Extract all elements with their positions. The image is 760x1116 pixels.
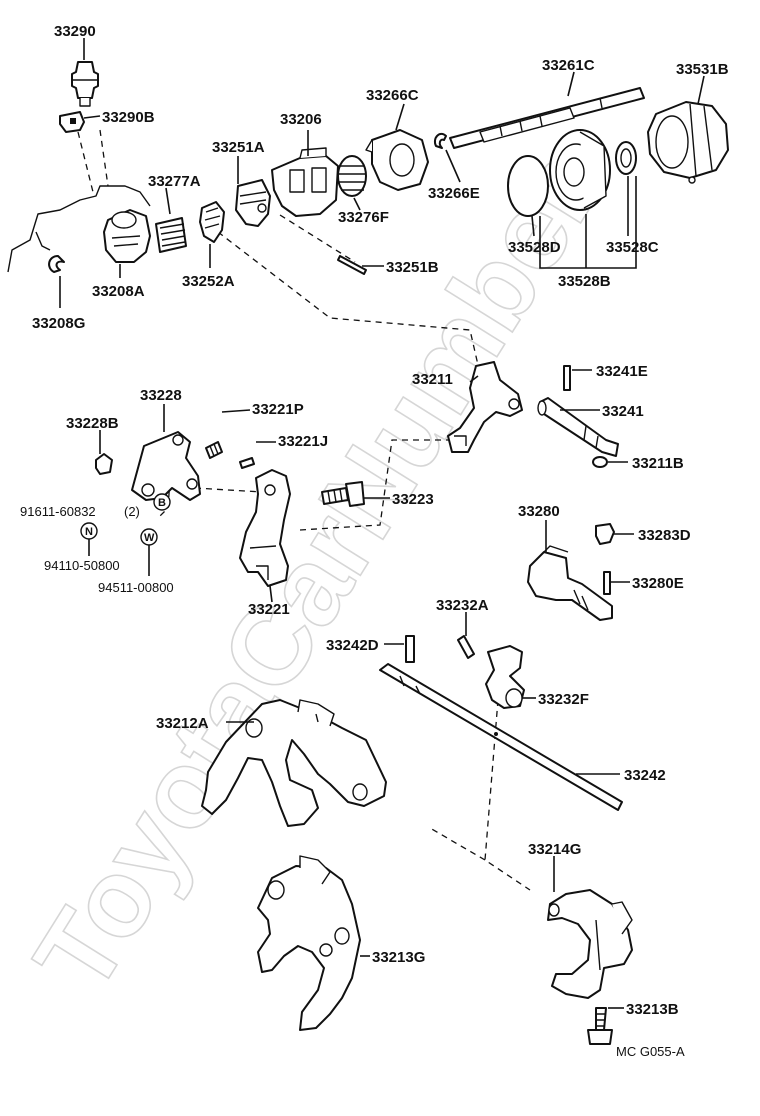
part-33290b-plug-body[interactable] bbox=[59, 111, 85, 133]
label-33290b: 33290B bbox=[102, 109, 155, 126]
label-91611-60832: 91611-60832 bbox=[20, 504, 96, 519]
label-33213b: 33213B bbox=[626, 1001, 679, 1018]
label-33261c: 33261C bbox=[542, 57, 595, 74]
label-33228b: 33228B bbox=[66, 415, 119, 432]
part-33277a-spring[interactable] bbox=[155, 217, 187, 253]
figure-code: MC G055-A bbox=[616, 1044, 685, 1059]
part-33208g-snap-ring[interactable] bbox=[48, 255, 65, 273]
part-33213g-shift-fork[interactable] bbox=[257, 855, 361, 1031]
label-33206: 33206 bbox=[280, 111, 322, 128]
label-33213g: 33213G bbox=[372, 949, 425, 966]
part-33213b-bolt[interactable] bbox=[587, 1007, 613, 1045]
label-33528d: 33528D bbox=[508, 239, 561, 256]
part-33212a-shift-fork[interactable] bbox=[201, 699, 387, 827]
label-33283d: 33283D bbox=[638, 527, 691, 544]
part-33208a-lever-housing[interactable] bbox=[103, 209, 151, 263]
label-33251a: 33251A bbox=[212, 139, 265, 156]
label-33228: 33228 bbox=[140, 387, 182, 404]
label-94110-50800: 94110-50800 bbox=[44, 558, 120, 573]
part-33221-selecting-lever[interactable] bbox=[239, 469, 291, 587]
label-33251b: 33251B bbox=[386, 259, 439, 276]
part-33266c-retainer[interactable] bbox=[365, 129, 429, 191]
label-33280e: 33280E bbox=[632, 575, 684, 592]
part-33280-inner-lever[interactable] bbox=[527, 545, 613, 621]
label-33211b: 33211B bbox=[632, 455, 684, 472]
part-33211-shift-lever[interactable] bbox=[447, 361, 523, 453]
marker-b: B bbox=[153, 493, 171, 511]
label-94511-00800: 94511-00800 bbox=[98, 580, 174, 595]
label-33242d: 33242D bbox=[326, 637, 379, 654]
part-33276f-spring[interactable] bbox=[337, 155, 367, 197]
label-33528b: 33528B bbox=[558, 273, 611, 290]
label-33531b: 33531B bbox=[676, 61, 729, 78]
part-labels: 33290 33290B 33277A 33208A 33208G 33251A… bbox=[20, 23, 729, 1059]
part-33251b-pin[interactable] bbox=[337, 255, 367, 275]
part-33221j-pin[interactable] bbox=[239, 457, 255, 469]
part-33290-breather-plug[interactable] bbox=[71, 61, 99, 107]
label-91611-qty: (2) bbox=[124, 504, 140, 519]
part-33280e-pin[interactable] bbox=[603, 571, 611, 595]
label-33252a: 33252A bbox=[182, 273, 235, 290]
transmission-case-outline bbox=[7, 185, 151, 273]
part-33228b-bushing[interactable] bbox=[95, 453, 113, 475]
label-33214g: 33214G bbox=[528, 841, 581, 858]
part-33223-bolt[interactable] bbox=[321, 481, 365, 507]
part-33241e-pin[interactable] bbox=[563, 365, 571, 391]
label-33528c: 33528C bbox=[606, 239, 659, 256]
part-33528c-ring[interactable] bbox=[615, 141, 637, 175]
label-33221j: 33221J bbox=[278, 433, 328, 450]
part-33283d-plug[interactable] bbox=[595, 523, 615, 545]
part-33228-lever-bracket[interactable] bbox=[131, 431, 201, 501]
label-33232a: 33232A bbox=[436, 597, 489, 614]
label-33266e: 33266E bbox=[428, 185, 480, 202]
part-33242-shift-shaft[interactable] bbox=[379, 663, 623, 811]
part-33232f-shift-head[interactable] bbox=[485, 645, 525, 709]
part-33528d-seal-disc[interactable] bbox=[507, 155, 549, 217]
part-33214g-shift-fork[interactable] bbox=[547, 889, 633, 999]
label-33241: 33241 bbox=[602, 403, 644, 420]
label-33277a: 33277A bbox=[148, 173, 201, 190]
label-33290: 33290 bbox=[54, 23, 96, 40]
part-33251a-inner-lever[interactable] bbox=[235, 179, 271, 227]
label-33276f: 33276F bbox=[338, 209, 389, 226]
label-33221p: 33221P bbox=[252, 401, 304, 418]
label-33266c: 33266C bbox=[366, 87, 419, 104]
part-33206-shift-head[interactable] bbox=[271, 147, 339, 217]
svg-text:W: W bbox=[144, 532, 155, 544]
label-33280: 33280 bbox=[518, 503, 560, 520]
label-33212a: 33212A bbox=[156, 715, 209, 732]
part-33528b-bearing[interactable] bbox=[549, 129, 611, 211]
guide-lines bbox=[77, 129, 531, 891]
label-33208a: 33208A bbox=[92, 283, 145, 300]
label-33242: 33242 bbox=[624, 767, 666, 784]
label-33208g: 33208G bbox=[32, 315, 85, 332]
svg-text:N: N bbox=[85, 526, 93, 538]
marker-n: N bbox=[80, 522, 98, 540]
part-33211b-pin[interactable] bbox=[592, 456, 608, 468]
part-33221p-spring[interactable] bbox=[205, 441, 223, 459]
marker-w: W bbox=[140, 528, 158, 546]
part-33252a-sleeve[interactable] bbox=[199, 201, 225, 243]
label-33241e: 33241E bbox=[596, 363, 648, 380]
part-33266e-snap-ring[interactable] bbox=[434, 132, 447, 149]
label-33221: 33221 bbox=[248, 601, 290, 618]
label-33211: 33211 bbox=[412, 371, 453, 388]
part-33241-lever-shaft[interactable] bbox=[537, 397, 619, 457]
part-33232a-pin[interactable] bbox=[457, 635, 475, 659]
part-33531b-boot[interactable] bbox=[647, 101, 729, 184]
svg-text:B: B bbox=[158, 497, 166, 509]
leader-lines bbox=[59, 38, 705, 1009]
label-33223: 33223 bbox=[392, 491, 434, 508]
label-33232f: 33232F bbox=[538, 691, 589, 708]
part-33261c-shift-shaft[interactable] bbox=[449, 87, 645, 149]
part-33242d-pin[interactable] bbox=[405, 635, 415, 663]
bracket-33528 bbox=[539, 176, 637, 269]
